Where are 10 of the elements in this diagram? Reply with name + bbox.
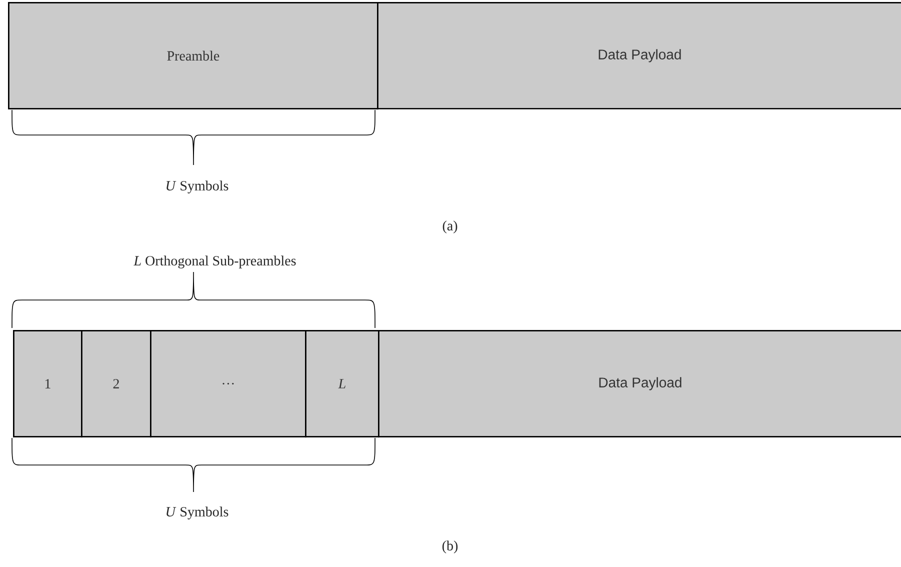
brace-label: L Orthogonal Sub-preambles bbox=[134, 256, 296, 268]
frame-segment: Preamble bbox=[8, 2, 378, 110]
frame-segment: 1 bbox=[13, 330, 82, 438]
frame-segment: 2 bbox=[81, 330, 152, 438]
frame-segment: L bbox=[305, 330, 380, 438]
brace-label: U Symbols bbox=[166, 506, 228, 520]
subfigure-label: (b) bbox=[442, 540, 458, 554]
subfigure-label: (a) bbox=[442, 220, 458, 234]
frame-segment: Data Payload bbox=[377, 2, 901, 110]
brace-label: U Symbols bbox=[166, 180, 228, 194]
